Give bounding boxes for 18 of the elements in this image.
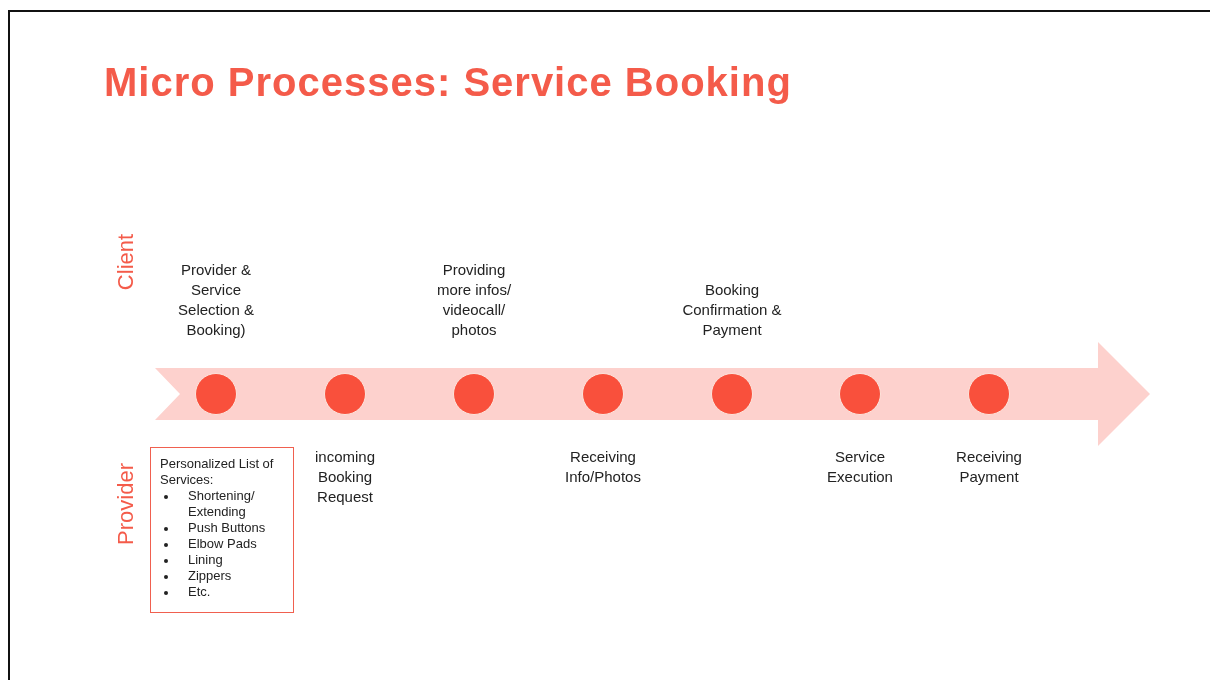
- step-label: Providing more infos/ videocall/ photos: [435, 260, 513, 340]
- service-list-box: [150, 447, 294, 613]
- lane-label: Client: [113, 233, 140, 291]
- step-label: Service Execution: [826, 447, 894, 487]
- step-label: Provider & Service Selection & Booking): [177, 260, 255, 340]
- list-heading: Personalized List of Services:: [160, 456, 275, 488]
- list-item: Zippers: [188, 568, 232, 583]
- step-label: Booking Confirmation & Payment: [682, 280, 782, 340]
- slide-title: Micro Processes: Service Booking: [104, 60, 792, 105]
- step-label: Receiving Payment: [955, 447, 1023, 487]
- list-item: Push Buttons: [188, 520, 266, 535]
- lane-label: Provider: [112, 463, 139, 545]
- list-item: Shortening/ Extending: [188, 488, 255, 519]
- step-label: incoming Booking Request: [314, 447, 376, 507]
- list-item: Etc.: [188, 584, 211, 599]
- list-item: Lining: [188, 552, 223, 567]
- list-item: Elbow Pads: [188, 536, 257, 551]
- step-label: Receiving Info/Photos: [564, 447, 642, 487]
